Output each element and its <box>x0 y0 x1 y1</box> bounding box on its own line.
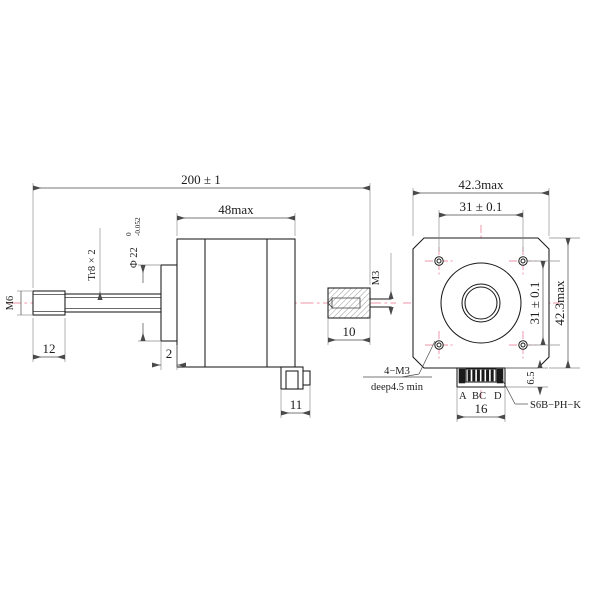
connector-pin-labels: A BC D <box>459 391 502 402</box>
callout-connector-part-text: S6B−PH−K <box>530 400 581 411</box>
label-m3-rear-shaft-text: M3 <box>371 271 382 286</box>
mounting-hole-bottom-left-inner <box>436 342 442 348</box>
mounting-hole-bottom-right-inner <box>520 342 526 348</box>
callout-mounting-holes: 4−M3 deep4.5 min <box>363 340 436 393</box>
dim-body-width-max-text: 42.3max <box>458 177 504 192</box>
label-lead-screw-spec-text: Tr8 × 2 <box>87 249 98 280</box>
dim-connector-block-width: 11 <box>280 385 311 418</box>
dim-overall-length: 200 ± 1 <box>32 172 371 288</box>
front-view-bore-outer-circle <box>461 283 501 323</box>
dim-rear-shaft-length-text: 10 <box>343 324 356 339</box>
front-flange-boss <box>160 264 178 342</box>
dim-rear-shaft-length: 10 <box>327 318 371 345</box>
dim-flange-diameter: Φ 22 0 -0.052 <box>125 217 161 342</box>
connector-housing-side <box>280 366 311 390</box>
mounting-hole-top-left-inner <box>436 258 442 264</box>
dim-body-width-max: 42.3max <box>412 177 550 236</box>
front-view-boss-circle <box>440 262 522 344</box>
dim-connector-width: 16 <box>456 387 506 422</box>
dim-hole-pitch-vertical: 31 ± 0.1 <box>527 260 560 346</box>
callout-mounting-holes-line2: deep4.5 min <box>371 382 424 393</box>
dim-body-height-max: 42.3max <box>549 237 580 369</box>
dim-connector-height: 6.5 <box>505 359 548 396</box>
dim-connector-block-width-text: 11 <box>290 397 303 412</box>
connector-s6b-ph-k <box>456 367 506 388</box>
dim-hole-pitch-horizontal-text: 31 ± 0.1 <box>460 199 503 214</box>
dim-flange-thickness-text: 2 <box>166 346 173 361</box>
connector-pin-label-bc: BC <box>472 391 486 402</box>
dim-overall-length-text: 200 ± 1 <box>181 172 221 187</box>
dim-connector-height-text: 6.5 <box>526 371 537 384</box>
dim-screw-end-length-text: 12 <box>43 341 56 356</box>
dim-body-length-text: 48max <box>218 202 254 217</box>
label-m6-thread-text: M6 <box>5 296 16 311</box>
dim-body-height-max-text: 42.3max <box>552 280 567 326</box>
mounting-holes <box>434 256 528 350</box>
dim-hole-pitch-vertical-text: 31 ± 0.1 <box>527 282 542 325</box>
dim-flange-tol-upper-text: 0 <box>125 232 133 236</box>
m6-thread-end <box>32 290 66 316</box>
lead-screw-shaft <box>64 293 162 313</box>
front-view-group: 42.3max 31 ± 0.1 31 ± 0.1 42. <box>363 177 581 422</box>
callout-connector-part: S6B−PH−K <box>501 378 581 411</box>
front-view-bore-inner-circle <box>464 286 498 320</box>
dim-hole-pitch-horizontal: 31 ± 0.1 <box>438 199 524 252</box>
motor-body <box>176 238 296 368</box>
mounting-hole-top-right-inner <box>520 258 526 264</box>
connector-pin-label-a: A <box>459 391 467 402</box>
label-m6-thread: M6 <box>5 290 33 316</box>
dim-body-length: 48max <box>176 202 296 236</box>
rear-m3-shaft <box>327 287 392 319</box>
dim-flange-diameter-text: Φ 22 <box>129 247 140 268</box>
callout-mounting-holes-line1: 4−M3 <box>384 366 410 377</box>
dim-connector-width-text: 16 <box>475 401 489 416</box>
connector-pin-label-d: D <box>494 391 502 402</box>
label-m3-rear-shaft: M3 <box>371 253 394 316</box>
connector-pins <box>467 369 494 382</box>
dim-flange-tol-lower-text: -0.052 <box>134 217 142 236</box>
dim-screw-end-length: 12 <box>32 318 66 362</box>
dim-flange-thickness: 2 <box>151 341 187 370</box>
side-view-group: 200 ± 1 48max 12 M6 <box>5 172 396 418</box>
label-lead-screw-spec: Tr8 × 2 <box>87 228 103 301</box>
